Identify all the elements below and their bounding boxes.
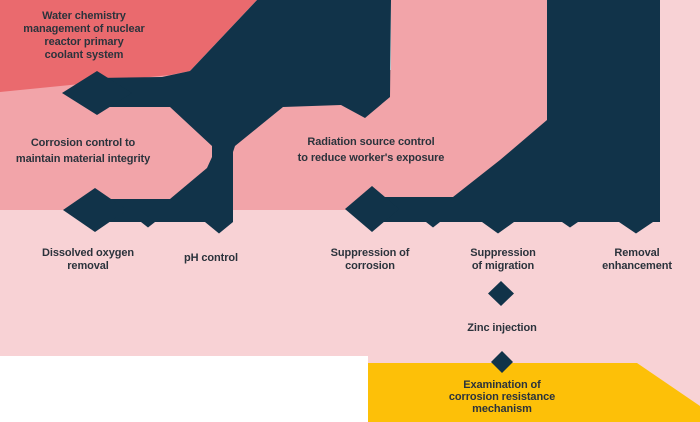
- connector-right-complex: [372, 0, 660, 234]
- connector-left-complex: [95, 0, 391, 234]
- arrow-diamond-suppression-corrosion-icon: [345, 186, 399, 232]
- block-water-chemistry: [0, 0, 257, 92]
- label-ph-control: pH control: [184, 252, 238, 264]
- label-zinc-injection: Zinc injection: [467, 322, 537, 334]
- arrow-diamond-corrosion-control-icon: [62, 71, 132, 115]
- block-examination-yellow: [368, 363, 700, 422]
- label-radiation-source: Radiation source control to reduce worke…: [297, 136, 445, 164]
- label-suppression-corrosion: Suppression of corrosion: [330, 247, 410, 272]
- arrow-diamond-zinc-injection-icon: [488, 281, 514, 306]
- label-examination: Examination of corrosion resistance mech…: [448, 379, 556, 415]
- label-removal-enhancement: Removal enhancement: [602, 247, 672, 272]
- label-corrosion-control: Corrosion control to maintain material i…: [15, 137, 151, 165]
- label-suppression-migration: Suppression of migration: [470, 247, 536, 272]
- label-water-chemistry: Water chemistry management of nuclear re…: [23, 10, 145, 61]
- arrow-diamond-dissolved-oxygen-icon: [63, 188, 127, 232]
- arrow-diamond-examination-icon: [491, 351, 513, 373]
- label-dissolved-oxygen: Dissolved oxygen removal: [42, 247, 134, 272]
